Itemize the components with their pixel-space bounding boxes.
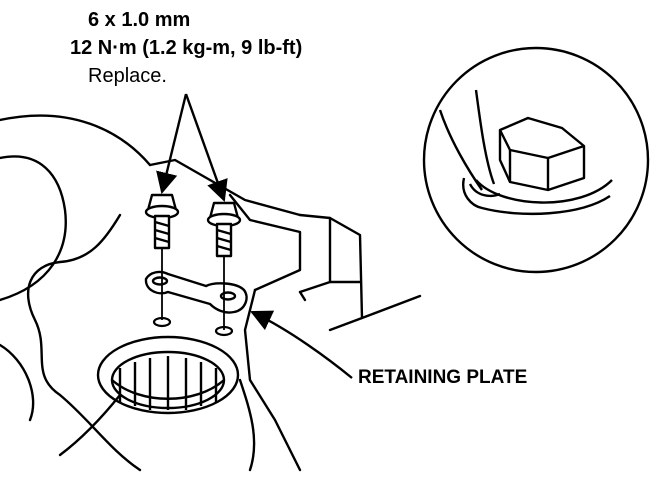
plate-callout [250,310,353,379]
retaining-plate-shape [144,270,248,314]
bolt-size-label: 6 x 1.0 mm [88,9,191,31]
alignment-dashes [161,245,225,330]
mounting-holes [152,316,234,337]
flange-bolt-right [206,201,242,258]
bolt-callout-arrows [156,93,228,203]
housing-outline [0,114,422,472]
torque-spec-label: 12 N·m (1.2 kg-m, 9 lb-ft) [70,37,303,59]
spline-shaft [96,335,240,415]
retaining-plate-label: RETAINING PLATE [358,367,528,388]
flange-bolt-left [144,193,180,250]
replace-note-label: Replace. [88,65,167,87]
detail-inset [422,46,650,274]
